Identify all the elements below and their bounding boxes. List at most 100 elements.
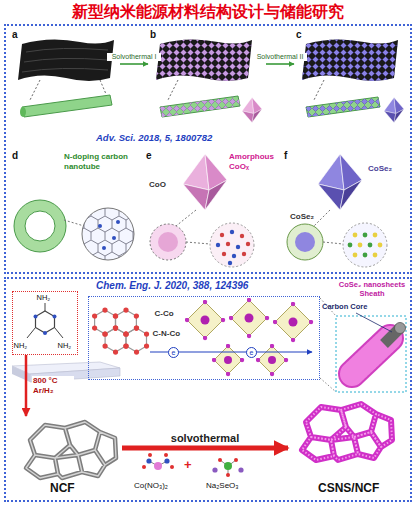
node-text: N-doping carbon nanotube bbox=[64, 152, 136, 171]
cose2-lattice bbox=[323, 242, 343, 244]
plus-sign: + bbox=[184, 457, 192, 473]
octahedron bbox=[242, 111, 254, 123]
octahedron bbox=[318, 154, 344, 190]
cloth-a bbox=[18, 39, 114, 81]
co-nitrate bbox=[170, 465, 174, 469]
melamine bbox=[45, 303, 46, 311]
graphene bbox=[105, 328, 126, 352]
csns-foam bbox=[302, 404, 392, 460]
amorphous-coox bbox=[242, 252, 246, 256]
amorphous-coox bbox=[210, 223, 254, 267]
ncf-foam bbox=[26, 422, 116, 478]
cose2-octahedra bbox=[275, 304, 311, 340]
ncf-foam-box: NCF bbox=[18, 416, 122, 498]
amorphous-coox bbox=[228, 261, 232, 265]
formula: Co(NO₃)₂ bbox=[134, 481, 168, 491]
carbon-nanotube bbox=[82, 208, 134, 260]
graphene bbox=[116, 310, 137, 334]
panel-f: fCoSe₂CoSe₂ bbox=[282, 148, 408, 270]
cose2-lattice bbox=[287, 224, 323, 260]
amorphous-coox bbox=[230, 230, 234, 234]
cloth-b bbox=[168, 80, 178, 100]
carbon-nanotube bbox=[14, 200, 136, 262]
carbon-nanotube bbox=[64, 220, 84, 226]
octahedron bbox=[318, 154, 362, 210]
node-text: C-N-Co bbox=[152, 329, 182, 339]
core-sheath-fiber bbox=[352, 338, 390, 374]
amorphous-coox bbox=[150, 224, 186, 260]
cose2-octahedra bbox=[245, 314, 254, 323]
na-selenite bbox=[238, 467, 243, 472]
interface-box: C-CoC-N-Co bbox=[88, 296, 320, 380]
cose2-octahedra bbox=[224, 356, 232, 364]
cloth-c bbox=[306, 97, 380, 117]
amorphous-coox bbox=[226, 242, 230, 246]
title: 新型纳米能源材料结构设计与储能研究 bbox=[0, 2, 416, 21]
node-text: Chem. Eng. J. 2020, 388, 124396 bbox=[96, 280, 248, 292]
ncf-foam bbox=[26, 422, 116, 478]
cose2-octahedra bbox=[187, 300, 311, 374]
amorphous-coox bbox=[222, 252, 226, 256]
cloth-a bbox=[20, 107, 26, 117]
core-sheath-fiber bbox=[320, 378, 336, 392]
cose2-lattice bbox=[378, 243, 383, 248]
cloth-a bbox=[30, 80, 40, 100]
octahedron bbox=[340, 180, 362, 210]
cose2-lattice bbox=[287, 210, 387, 267]
cose2-lattice bbox=[363, 253, 368, 258]
co-nitrate bbox=[142, 453, 174, 470]
part-name: Carbon Core bbox=[322, 302, 367, 311]
na-selenite bbox=[212, 458, 243, 477]
co-nitrate bbox=[142, 465, 146, 469]
octahedron bbox=[242, 97, 262, 122]
node-text: NCF bbox=[50, 481, 75, 495]
csns-foam bbox=[302, 404, 392, 460]
cloth-c bbox=[302, 39, 398, 81]
amorphous-coox bbox=[240, 234, 244, 238]
na-selenite bbox=[218, 458, 222, 462]
co-nitrate bbox=[164, 453, 168, 457]
node-text: NH₂ bbox=[37, 293, 51, 302]
amorphous-coox bbox=[232, 254, 236, 258]
reference-panel: Adv. Sci. 2018, 5, 1800782abcdN-doping c… bbox=[4, 24, 412, 274]
cose2-lattice bbox=[368, 243, 373, 248]
core-sheath-fiber bbox=[320, 298, 406, 392]
carbon-nanotube bbox=[14, 200, 66, 252]
node-text: e bbox=[146, 150, 152, 162]
melamine bbox=[27, 303, 63, 338]
graphene bbox=[126, 328, 146, 352]
octahedron bbox=[183, 154, 209, 190]
na-selenite bbox=[234, 458, 238, 462]
cloth-a bbox=[18, 39, 114, 117]
cose2-lattice bbox=[353, 253, 358, 258]
csns-foam-box: CSNS/NCF bbox=[288, 394, 408, 498]
cose2-octahedra bbox=[268, 356, 276, 364]
core-sheath-fiber bbox=[384, 328, 400, 344]
csns-foam bbox=[302, 404, 392, 460]
edge-label: 800 °C Ar/H₂ bbox=[32, 376, 74, 395]
cose2-octahedra bbox=[187, 302, 223, 338]
melamine bbox=[53, 315, 57, 319]
panel-c: c bbox=[294, 28, 408, 128]
co-nitrate bbox=[164, 458, 169, 463]
electron: e bbox=[246, 347, 257, 358]
amorphous-coox bbox=[246, 242, 250, 246]
cloth-c bbox=[306, 97, 380, 117]
amorphous-coox bbox=[150, 210, 254, 267]
octahedron bbox=[252, 109, 262, 123]
cloth-a bbox=[22, 95, 112, 117]
core-sheath-fiber bbox=[356, 313, 392, 332]
graphene bbox=[95, 310, 147, 352]
na-selenite bbox=[220, 460, 228, 466]
node-text: CoO bbox=[149, 180, 166, 190]
cose2-lattice bbox=[373, 233, 378, 238]
octahedron bbox=[384, 97, 396, 113]
node-text: Amorphous CoOₓ bbox=[229, 152, 274, 171]
melamine bbox=[34, 315, 38, 319]
na-selenite bbox=[212, 467, 217, 472]
edge-label: solvothermal bbox=[170, 432, 240, 445]
na-selenite bbox=[226, 473, 230, 477]
melamine bbox=[55, 328, 64, 339]
